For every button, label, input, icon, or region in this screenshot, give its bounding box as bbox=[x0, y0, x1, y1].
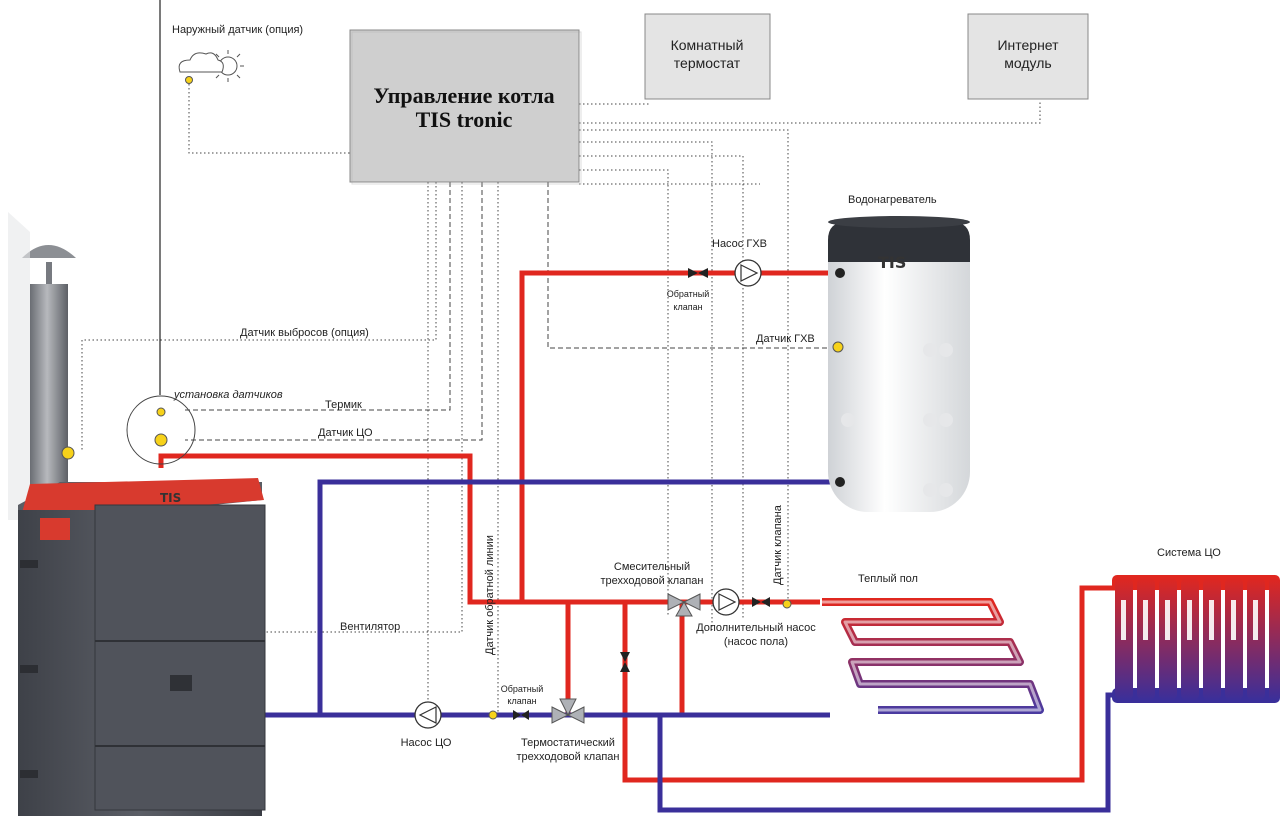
mixing-valve-line1: Смесительный bbox=[614, 561, 690, 573]
sensor-install-label: установка датчиков bbox=[173, 389, 283, 401]
thermal-sensor-dot bbox=[156, 407, 166, 417]
co-sensor-label: Датчик ЦО bbox=[318, 427, 373, 439]
co-system-label: Система ЦО bbox=[1157, 547, 1221, 559]
mixing-valve-line2: трехходовой клапан bbox=[601, 575, 704, 587]
controller-title-line2: TIS tronic bbox=[416, 107, 513, 132]
dhw-pump-icon bbox=[734, 259, 762, 287]
co-pump-label: Насос ЦО bbox=[401, 737, 452, 749]
room-thermostat-box: Комнатный термостат bbox=[644, 13, 771, 100]
controller-title-line1: Управление котла bbox=[373, 83, 554, 108]
riser-check-valve bbox=[620, 652, 630, 672]
sensor-install-circle bbox=[126, 395, 196, 465]
radiator bbox=[1112, 575, 1280, 703]
mixing-valve-icon bbox=[667, 593, 701, 617]
thermal-label: Термик bbox=[325, 399, 362, 411]
dhw-sensor-label: Датчик ГХВ bbox=[756, 333, 815, 345]
fan-label: Вентилятор bbox=[340, 621, 400, 633]
check-valve-bottom-line1: Обратный bbox=[501, 684, 544, 694]
water-heater: TIS bbox=[828, 216, 970, 512]
extra-pump-line1: Дополнительный насос bbox=[696, 622, 816, 634]
return-sensor-label: Датчик обратной линии bbox=[484, 535, 496, 655]
outdoor-sensor-dot bbox=[185, 76, 193, 84]
co-pump-icon bbox=[414, 701, 442, 729]
thermo-valve-line2: трехходовой клапан bbox=[517, 751, 620, 763]
control-wires bbox=[81, 0, 1041, 715]
floor-heating-label: Теплый пол bbox=[858, 573, 918, 585]
return-sensor-dot bbox=[488, 710, 498, 720]
valve-sensor-label: Датчик клапана bbox=[772, 504, 784, 585]
valve-sensor-dot bbox=[782, 599, 792, 609]
boiler: TIS bbox=[18, 478, 266, 816]
internet-module-line1: Интернет bbox=[997, 37, 1059, 53]
tank-brand: TIS bbox=[878, 253, 906, 272]
check-valve-top-line1: Обратный bbox=[667, 289, 710, 299]
check-valve-top-line2: клапан bbox=[673, 302, 702, 312]
emission-sensor-label: Датчик выбросов (опция) bbox=[240, 327, 369, 339]
water-heater-label: Водонагреватель bbox=[848, 194, 937, 206]
boiler-brand: TIS bbox=[160, 491, 181, 505]
controller-box: Управление котла TIS tronic bbox=[349, 29, 582, 185]
outdoor-sensor-label: Наружный датчик (опция) bbox=[172, 24, 303, 36]
thermostat-line1: Комнатный bbox=[671, 37, 744, 53]
thermo-valve-line1: Термостатический bbox=[521, 737, 615, 749]
check-valve-bottom-line2: клапан bbox=[507, 696, 536, 706]
internet-module-box: Интернет модуль bbox=[967, 13, 1089, 100]
internet-module-line2: модуль bbox=[1004, 55, 1051, 71]
floor-pump-icon bbox=[712, 588, 740, 616]
thermo-valve-icon bbox=[551, 698, 585, 724]
floor-heating-loop bbox=[822, 598, 1044, 714]
thermostat-line2: термостат bbox=[674, 55, 741, 71]
bottom-check-valve bbox=[513, 710, 529, 720]
floor-check-valve bbox=[752, 597, 770, 607]
dhw-check-valve bbox=[688, 268, 708, 278]
emission-sensor-dot bbox=[61, 446, 75, 460]
co-sensor-dot bbox=[154, 433, 168, 447]
dhw-pump-label: Насос ГХВ bbox=[712, 238, 767, 250]
supply-pipes bbox=[158, 270, 1115, 783]
chimney bbox=[8, 212, 76, 520]
extra-pump-line2: (насос пола) bbox=[724, 636, 788, 648]
cloud-sun-icon bbox=[178, 50, 244, 82]
dhw-sensor-dot bbox=[832, 341, 844, 353]
